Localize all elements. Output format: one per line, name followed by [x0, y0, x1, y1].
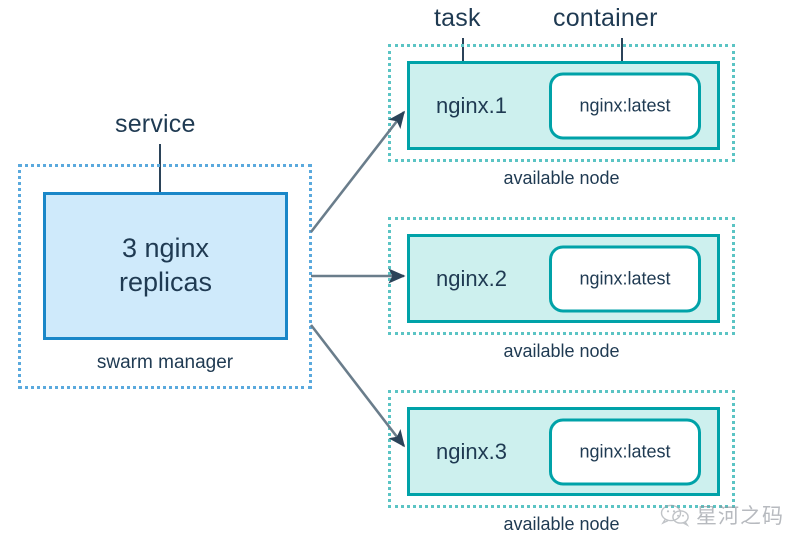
- service-box[interactable]: 3 nginx replicas: [43, 192, 288, 340]
- container-label-2: nginx:latest: [579, 268, 671, 288]
- service-replicas-line1: 3 nginx: [121, 233, 210, 264]
- callout-label-task: task: [434, 4, 481, 32]
- node-group-1: nginx.1 nginx:latest available node: [388, 44, 735, 188]
- wechat-icon: [660, 504, 690, 527]
- leader-line-service: [159, 144, 161, 222]
- callout-label-service: service: [115, 110, 196, 138]
- task-box-3[interactable]: nginx.3 nginx:latest: [407, 407, 720, 496]
- watermark: 星河之码: [660, 500, 784, 530]
- task-box-1[interactable]: nginx.1 nginx:latest: [407, 61, 720, 150]
- callout-label-container: container: [553, 4, 658, 32]
- container-box-2[interactable]: nginx:latest: [549, 245, 701, 312]
- container-label-1: nginx:latest: [579, 95, 671, 115]
- task-box-2[interactable]: nginx.2 nginx:latest: [407, 234, 720, 323]
- swarm-manager-caption: swarm manager: [96, 352, 234, 373]
- service-box-text: 3 nginx replicas: [119, 232, 212, 300]
- container-box-3[interactable]: nginx:latest: [549, 418, 701, 485]
- node-caption-2: available node: [503, 341, 620, 361]
- node-caption-3: available node: [503, 514, 620, 534]
- task-label-1: nginx.1: [436, 92, 507, 118]
- watermark-text: 星河之码: [696, 504, 784, 528]
- service-replicas-line2: replicas: [118, 267, 213, 297]
- container-label-3: nginx:latest: [579, 441, 671, 461]
- swarm-manager-group: 3 nginx replicas swarm manager: [18, 164, 312, 389]
- container-box-1[interactable]: nginx:latest: [549, 72, 701, 139]
- node-group-3: nginx.3 nginx:latest available node: [388, 390, 735, 534]
- task-label-2: nginx.2: [436, 265, 507, 291]
- node-caption-1: available node: [503, 168, 620, 188]
- task-label-3: nginx.3: [436, 438, 507, 464]
- node-group-2: nginx.2 nginx:latest available node: [388, 217, 735, 361]
